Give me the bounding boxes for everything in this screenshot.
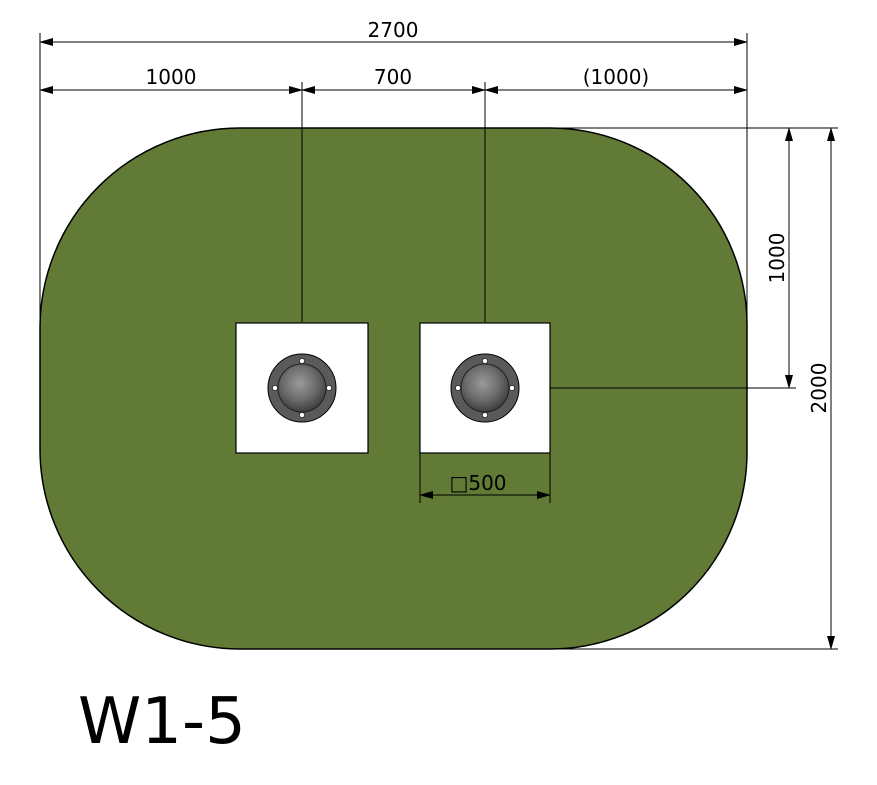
dimension-left-offset: 1000 xyxy=(146,65,197,89)
fixture-icon-left xyxy=(267,353,337,423)
dimension-center-spacing: 700 xyxy=(374,65,412,89)
drawing-title: W1-5 xyxy=(78,685,246,759)
fixture-icon-right xyxy=(450,353,520,423)
dimension-right-offset: (1000) xyxy=(583,65,650,89)
dimension-half-depth: 1000 xyxy=(765,233,789,284)
dimension-overall-width: 2700 xyxy=(368,18,419,42)
dimension-overall-depth: 2000 xyxy=(807,363,831,414)
dimension-pad-size: □500 xyxy=(449,471,506,495)
